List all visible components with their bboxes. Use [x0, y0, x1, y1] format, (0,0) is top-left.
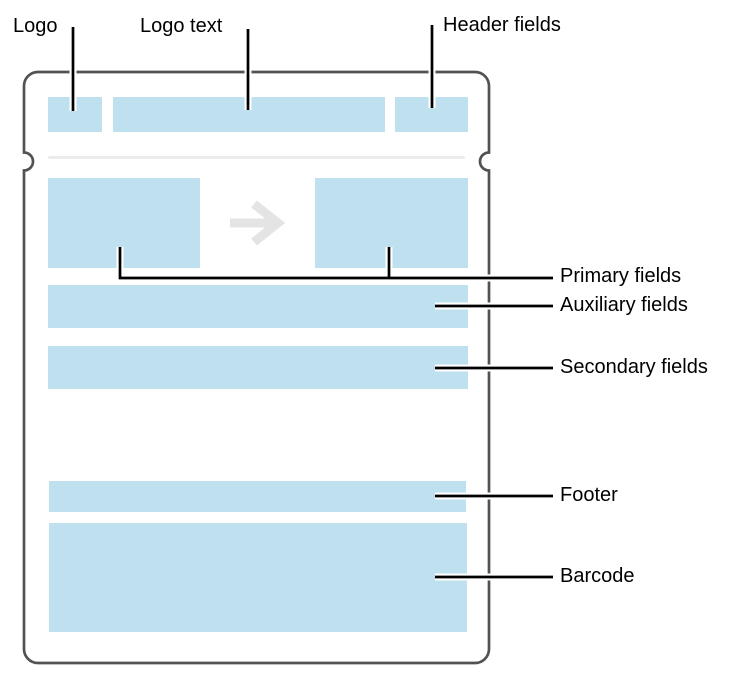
- logo-callout-label: Logo: [13, 15, 58, 37]
- secondary-fields-callout-label: Secondary fields: [560, 356, 708, 378]
- footer-region: [49, 481, 466, 512]
- barcode-region: [49, 523, 467, 632]
- primary-field-left-region: [48, 178, 200, 268]
- header-separator-line: [48, 156, 465, 159]
- secondary-fields-region: [48, 346, 468, 389]
- logo-text-callout-label: Logo text: [140, 15, 223, 37]
- footer-callout-label: Footer: [560, 484, 618, 506]
- auxiliary-fields-callout-label: Auxiliary fields: [560, 294, 688, 316]
- auxiliary-fields-region: [48, 285, 468, 328]
- arrow-right-icon: [230, 200, 286, 246]
- primary-fields-callout-label: Primary fields: [560, 265, 682, 287]
- field-regions: [48, 97, 468, 632]
- header-fields-callout-label: Header fields: [443, 14, 561, 36]
- barcode-callout-label: Barcode: [560, 565, 635, 587]
